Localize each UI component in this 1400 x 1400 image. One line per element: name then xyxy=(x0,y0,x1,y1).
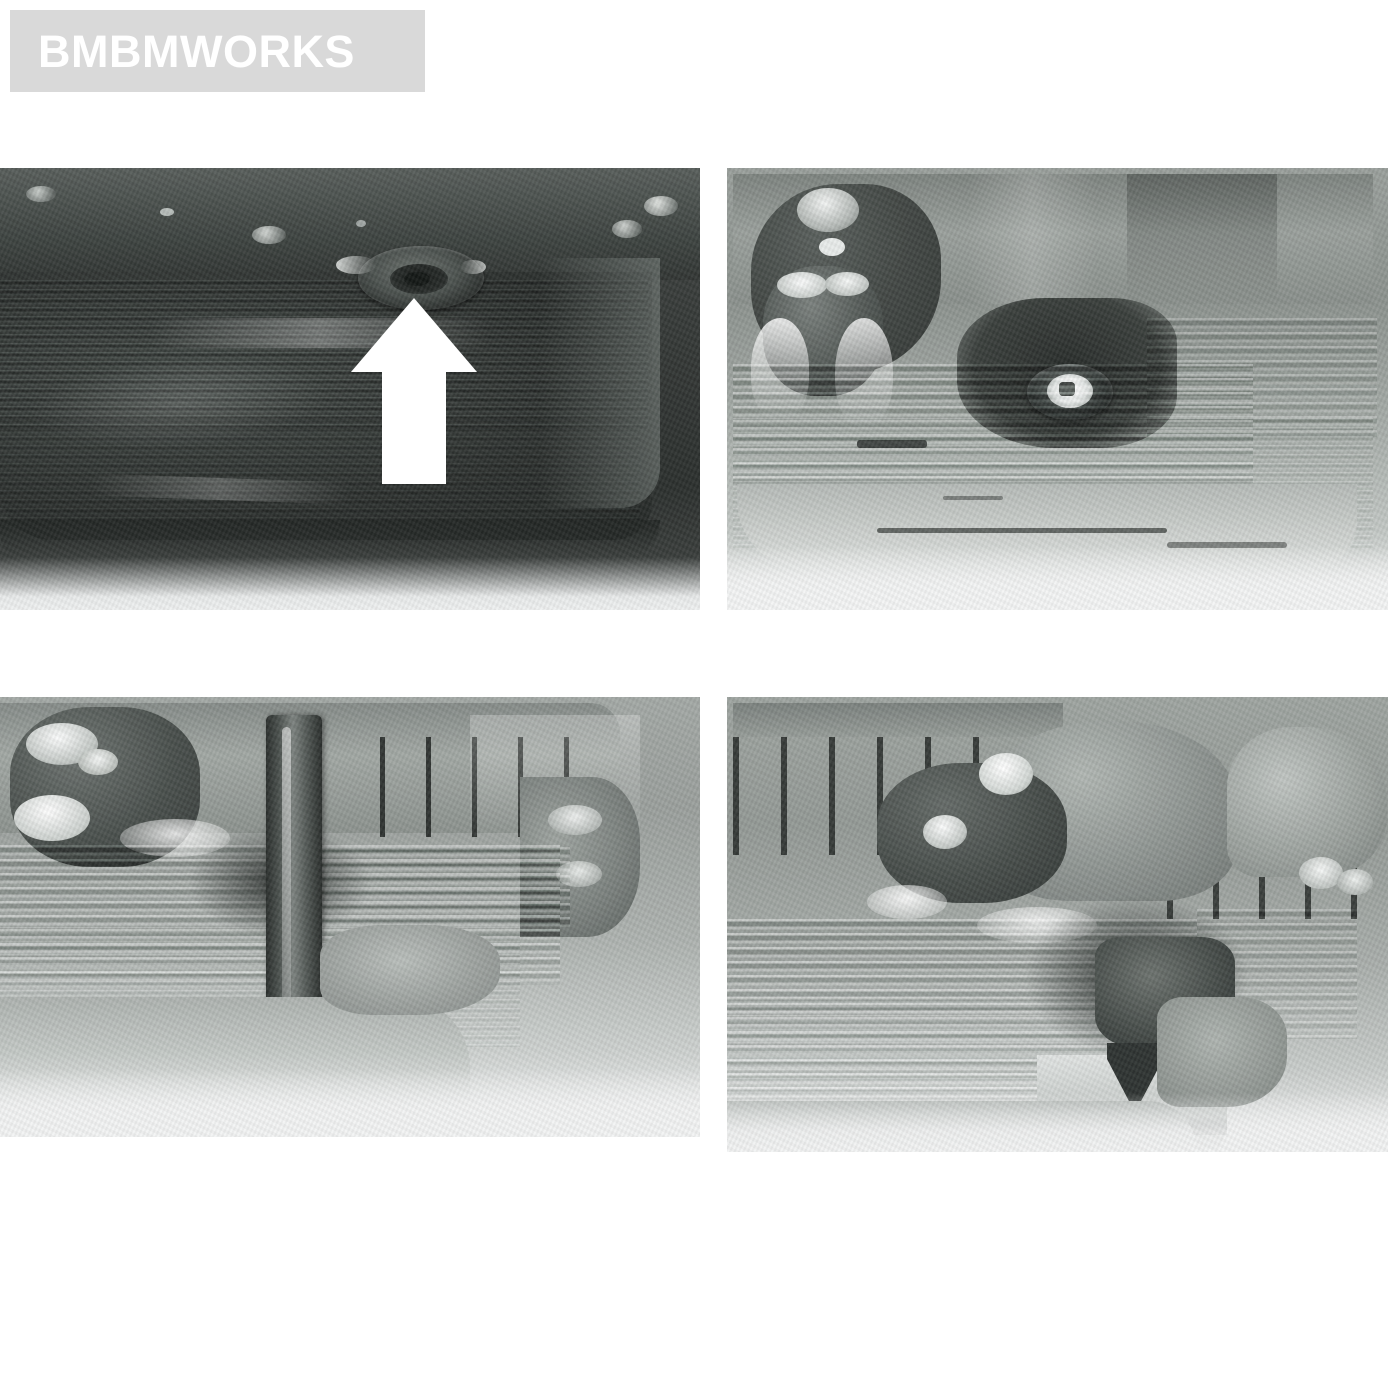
photo-oil-pan-location xyxy=(0,168,700,610)
photo-oil-drain-multi-function-key xyxy=(0,697,700,1137)
bolt-boss xyxy=(26,186,56,202)
photo-oil-filled-connector xyxy=(727,168,1388,610)
panel-oil-drain-wrench: Oil drain wrench xyxy=(710,690,1400,1290)
panel-oil-filled-connector: Oil-filled connector xyxy=(710,160,1400,690)
wrench-v-notch-icon xyxy=(1107,1043,1163,1105)
up-arrow-annotation-icon xyxy=(351,298,477,484)
watermark-banner: BMBMWORKS xyxy=(10,10,425,92)
bolt-boss xyxy=(612,220,642,238)
panel-oil-drain-multi-function-key: Oil drain multi-function key xyxy=(0,690,704,1290)
bolt-boss xyxy=(252,226,286,244)
watermark-text: BMBMWORKS xyxy=(38,25,355,77)
cast-boss xyxy=(877,763,1067,903)
bolt-boss xyxy=(644,196,678,216)
photo-oil-drain-wrench xyxy=(727,697,1388,1152)
